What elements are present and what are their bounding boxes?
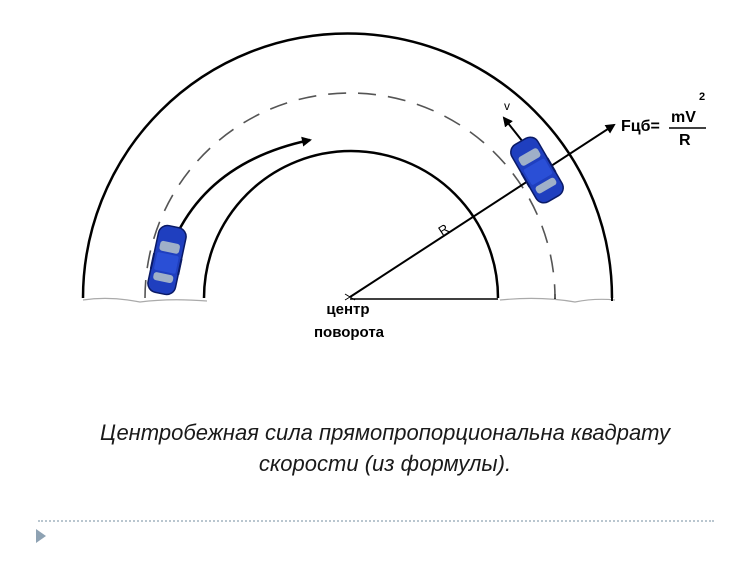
footer-divider	[38, 520, 714, 522]
lane-dashed-line	[144, 92, 556, 299]
velocity-arrow	[502, 116, 524, 143]
formula-numerator: mV	[671, 109, 696, 126]
formula-exponent: 2	[699, 91, 705, 103]
force-label: Fцб=	[621, 118, 660, 135]
radius-force-arrow	[349, 123, 616, 298]
caption-line-2: скорости (из формулы).	[258, 451, 512, 476]
caption: Центробежная сила прямопропорциональна к…	[40, 417, 730, 479]
center-label-line2: поворота	[314, 324, 385, 341]
center-point-marker	[344, 293, 356, 301]
car-right	[510, 136, 564, 204]
radius-label: R	[435, 221, 451, 239]
triangle-right-icon[interactable]	[36, 529, 46, 543]
velocity-label: v	[504, 99, 510, 113]
road-outer-edge	[81, 32, 614, 299]
car-path-arrow	[176, 136, 312, 233]
formula-denominator: R	[679, 132, 691, 149]
ground-right	[499, 297, 616, 303]
caption-line-1: Центробежная сила прямопропорциональна к…	[99, 420, 671, 445]
car-left	[147, 224, 187, 296]
road-inner-edge	[202, 149, 500, 299]
center-label-line1: центр	[326, 301, 369, 318]
ground-left	[82, 297, 208, 303]
